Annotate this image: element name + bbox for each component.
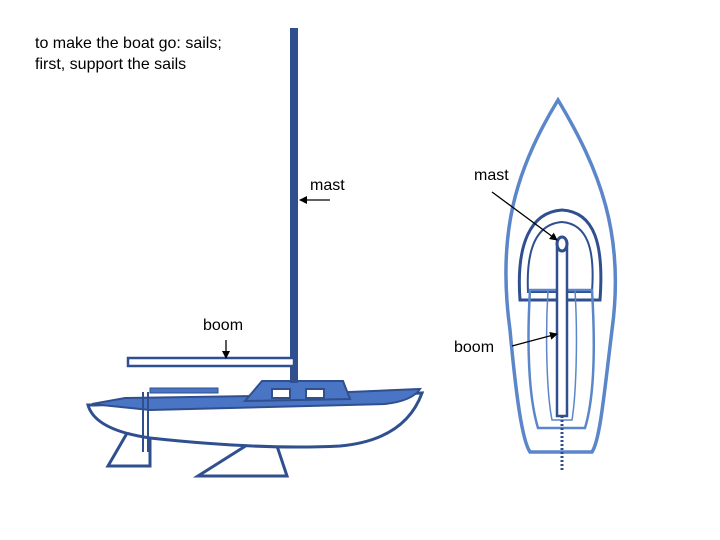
porthole [305, 388, 325, 399]
top-boom-label: boom [454, 339, 495, 356]
cabin [242, 380, 352, 403]
top-boom [555, 246, 569, 418]
top-mast-arrow [491, 191, 558, 241]
top-mast [555, 235, 569, 253]
top-cockpit [527, 288, 595, 430]
cockpit-rail [149, 387, 219, 394]
porthole [271, 388, 291, 399]
top-view-boat [504, 96, 618, 470]
caption-line-2: first, support the sails [35, 56, 187, 73]
caption-line-1: to make the boat go: sails; [35, 35, 222, 52]
side-boom [126, 356, 296, 368]
top-boom-arrow [511, 331, 558, 347]
side-mast [290, 28, 298, 383]
side-boom-label: boom [203, 317, 244, 334]
side-view-boat [86, 28, 425, 478]
top-mast-label: mast [474, 167, 509, 184]
side-mast-label: mast [310, 177, 345, 194]
caption: to make the boat go: sails; first, suppo… [35, 33, 222, 75]
